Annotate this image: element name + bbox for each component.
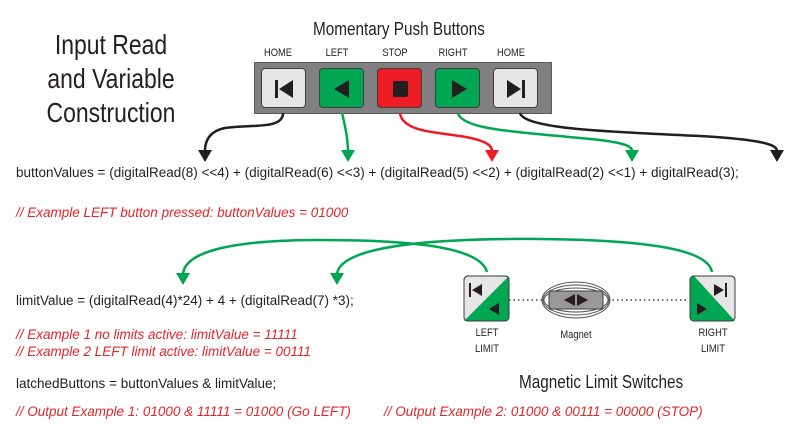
stop-button[interactable] [377,68,422,108]
title-line-3: Construction [46,97,176,128]
arrowhead-home-left [198,150,212,162]
output-example-2: // Output Example 2: 01000 & 00111 = 000… [384,404,703,419]
title-line-2: and Variable [47,63,175,94]
right-button[interactable] [435,68,480,108]
home-right-button[interactable] [493,68,538,108]
push-buttons-heading: Momentary Push Buttons [313,19,485,39]
right-limit-label: RIGHT LIMIT [692,325,735,357]
right-limit-label-line-1: RIGHT [698,327,728,339]
left-limit-label-line-1: LEFT [475,327,499,339]
home-left-button[interactable] [261,68,306,108]
diagram-title: Input Read and Variable Construction [41,28,180,130]
magnet-right-arrow-icon [577,294,588,306]
latched-buttons-code: latchedButtons = buttonValues & limitVal… [16,376,277,391]
button-label-home-left: HOME [263,47,293,59]
button-values-code: buttonValues = (digitalRead(8) <<4) + (d… [16,165,739,180]
skip-to-start-icon [275,80,293,98]
skip-to-end-icon [507,80,525,98]
stop-icon [393,81,408,97]
arrowhead-stop [485,150,499,162]
arrow-right-limit [335,237,714,275]
limit-example-1: // Example 1 no limits active: limitValu… [16,327,298,342]
button-label-right: RIGHT [438,47,468,59]
magnet-label: Magnet [560,329,592,341]
play-right-icon [452,80,467,98]
arrowhead-left-limit [176,273,190,285]
left-limit-label-line-2: LIMIT [475,343,499,355]
arrowhead-left [341,150,355,162]
magnet-left-arrow-icon [564,294,575,306]
button-values-example: // Example LEFT button pressed: buttonVa… [16,205,349,220]
arrowhead-right-limit [330,273,344,285]
arrow-left [340,112,350,152]
arrowhead-right [625,150,639,162]
right-limit-switch[interactable] [689,275,736,322]
button-label-left: LEFT [325,47,349,59]
arrow-home-right [518,112,779,152]
arrowhead-home-right [770,150,784,162]
arrow-right [456,112,634,152]
magnet [541,281,611,319]
play-left-icon [334,80,349,98]
arrow-left-limit [181,238,489,275]
limit-example-2: // Example 2 LEFT limit active: limitVal… [16,344,311,359]
limit-switches-heading: Magnetic Limit Switches [519,372,684,392]
right-limit-label-line-2: LIMIT [701,343,725,355]
left-limit-label: LEFT LIMIT [466,325,509,357]
arrow-stop [398,112,494,152]
arrow-home-left [203,112,285,152]
push-button-panel [254,62,552,114]
button-label-stop: STOP [382,47,408,59]
left-button[interactable] [319,68,364,108]
limit-value-code: limitValue = (digitalRead(4)*24) + 4 + (… [16,293,354,308]
output-example-1: // Output Example 1: 01000 & 11111 = 010… [16,404,351,419]
left-limit-switch[interactable] [463,275,510,322]
title-line-1: Input Read [54,29,168,60]
button-label-home-right: HOME [496,47,526,59]
